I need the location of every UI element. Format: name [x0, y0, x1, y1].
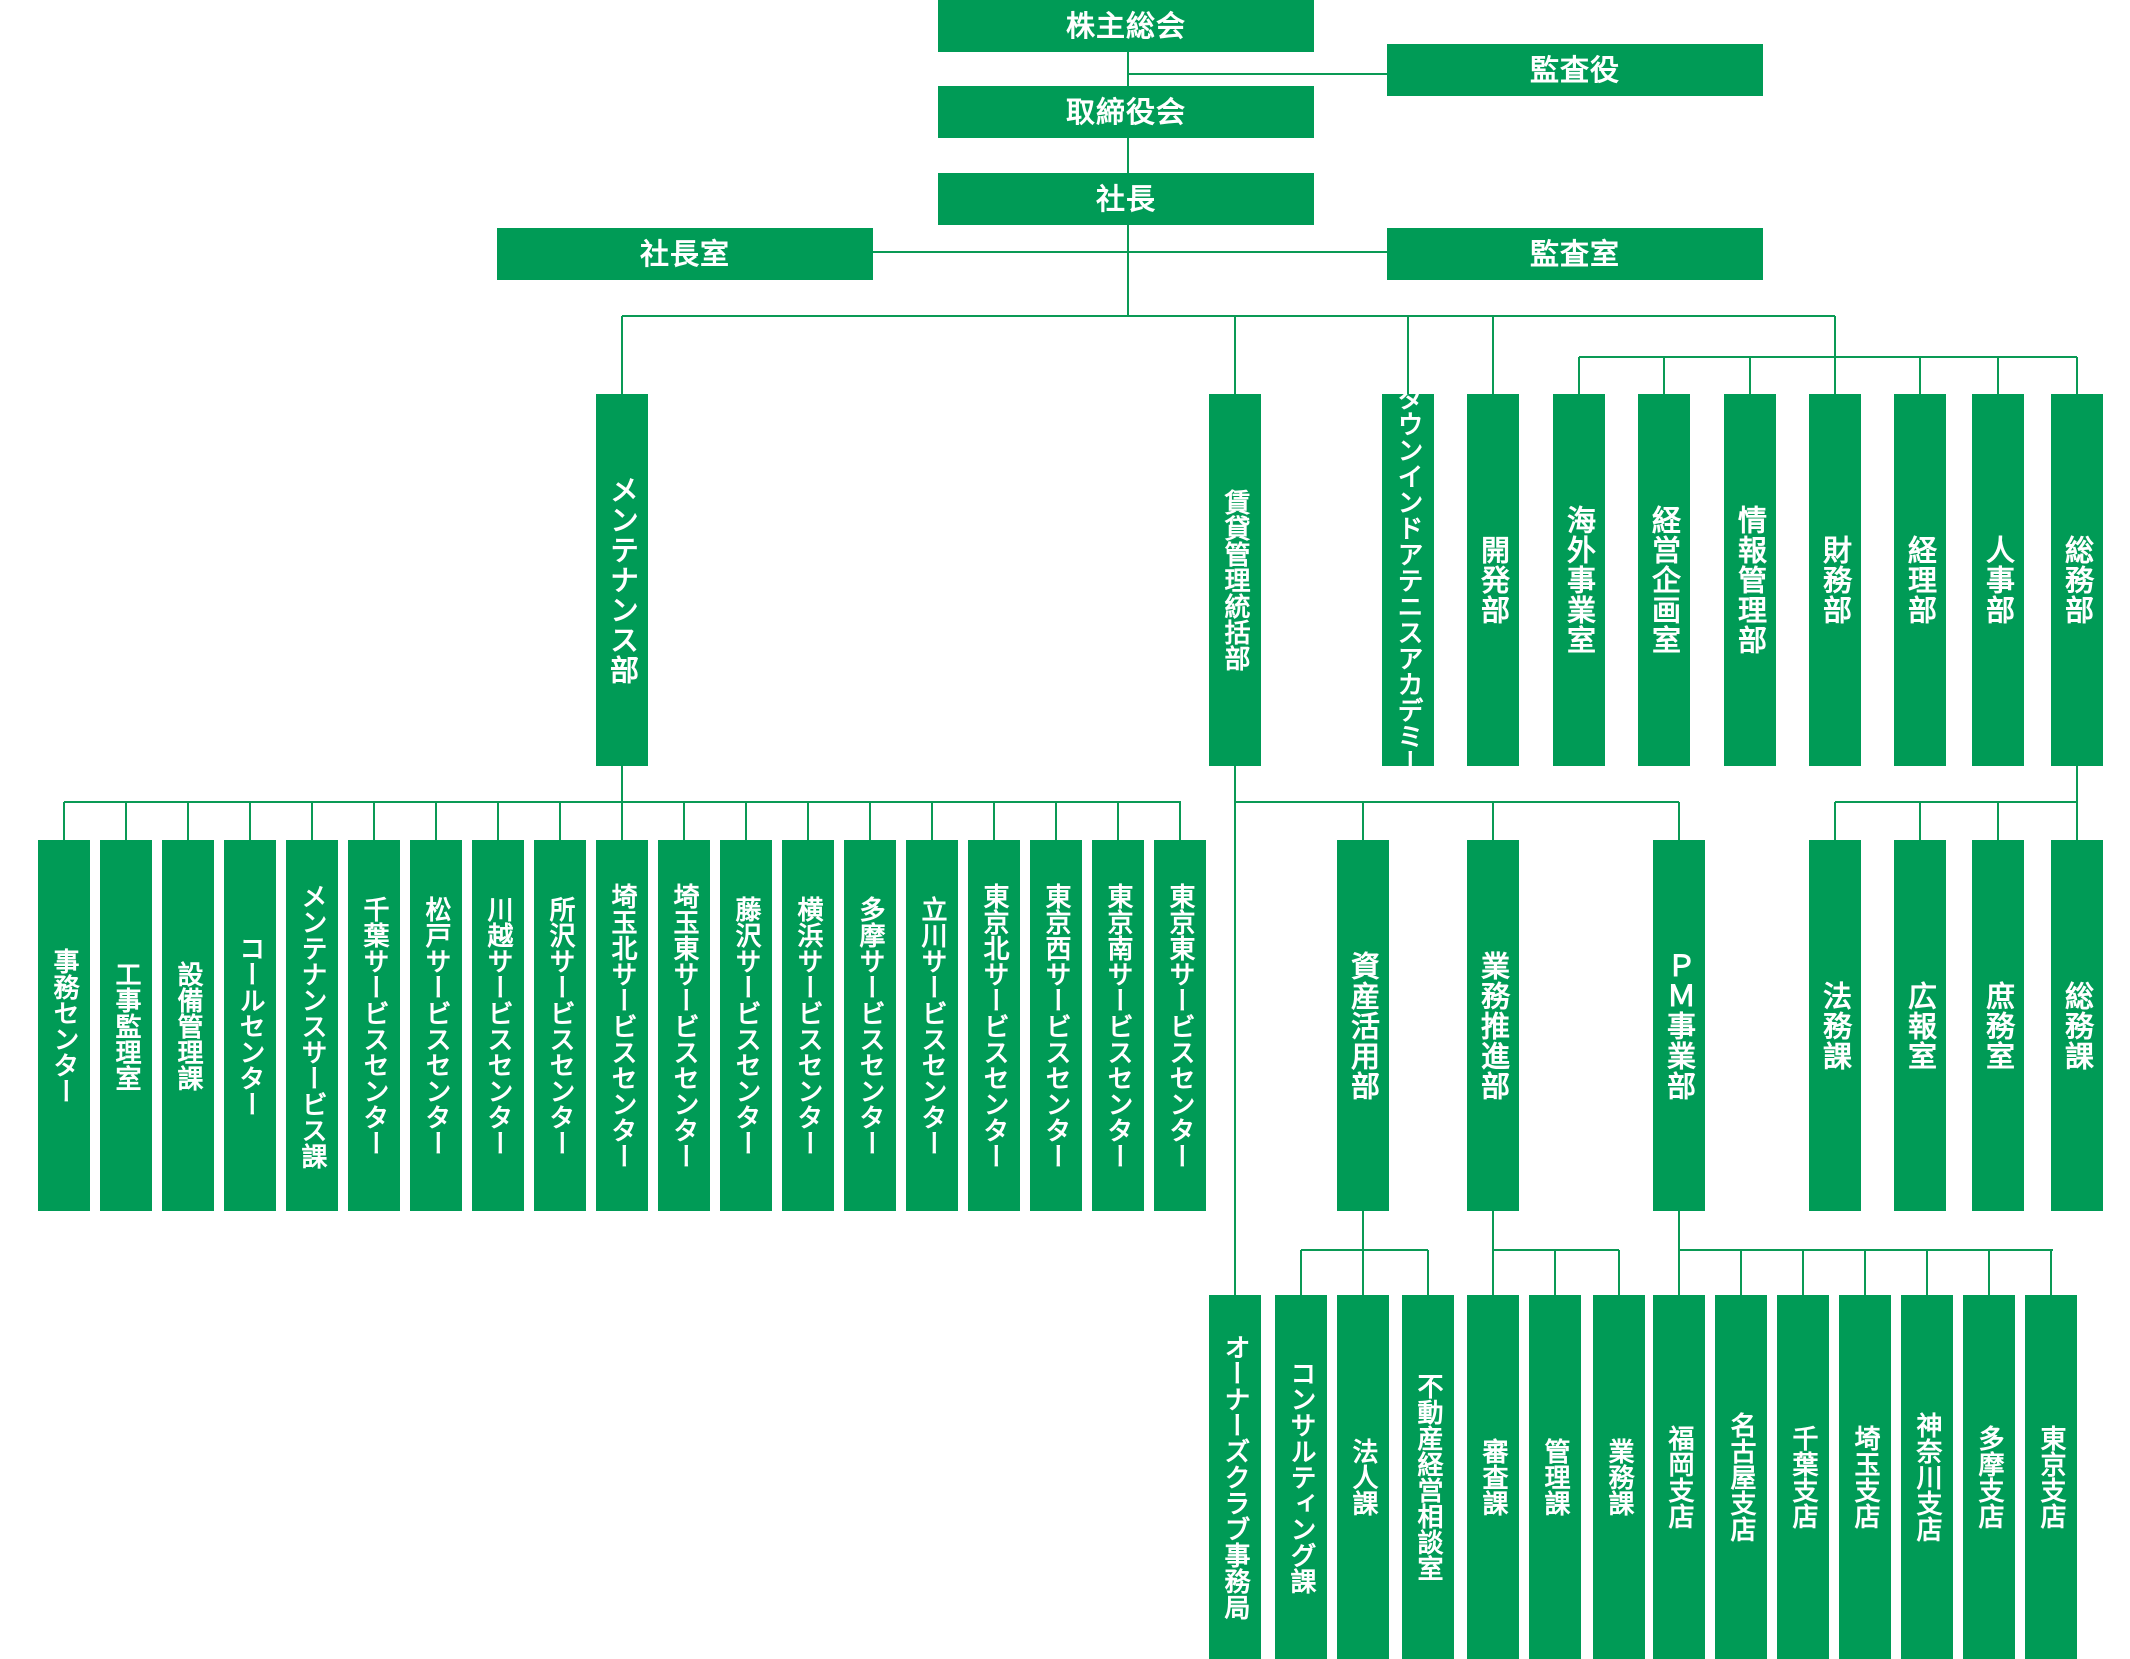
academy-box: タウンインドアテニスアカデミー — [1382, 394, 1434, 766]
maintenance-unit-box: コールセンター — [224, 840, 276, 1211]
screening-section-box: 審査課 — [1467, 1295, 1519, 1659]
business-promotion-dept-box: 業務推進部 — [1467, 840, 1519, 1211]
maintenance-unit-box: 多摩サービスセンター — [844, 840, 896, 1211]
maintenance-unit-box: 所沢サービスセンター — [534, 840, 586, 1211]
corporate-section-box: 法人課 — [1337, 1295, 1389, 1659]
pm-branch-box: 埼玉支店 — [1839, 1295, 1891, 1659]
finance-dept-box: 財務部 — [1809, 394, 1861, 766]
maintenance-unit-box: 東京北サービスセンター — [968, 840, 1020, 1211]
owners-club-office-box: オーナーズクラブ事務局 — [1209, 1295, 1261, 1659]
maintenance-unit-box: 埼玉東サービスセンター — [658, 840, 710, 1211]
general-section-box: 総務課 — [2051, 840, 2103, 1211]
pm-branch-box: 名古屋支店 — [1715, 1295, 1767, 1659]
pm-branch-box: 東京支店 — [2025, 1295, 2077, 1659]
accounting-dept-box: 経理部 — [1894, 394, 1946, 766]
audit-office-box: 監査室 — [1387, 228, 1763, 280]
pm-branch-box: 多摩支店 — [1963, 1295, 2015, 1659]
president-box: 社長 — [938, 173, 1314, 225]
clerical-office-box: 庶務室 — [1972, 840, 2024, 1211]
general-affairs-dept-box: 総務部 — [2051, 394, 2103, 766]
management-section-box: 管理課 — [1529, 1295, 1581, 1659]
rental-management-dept-box: 賃貸管理統括部 — [1209, 394, 1261, 766]
maintenance-unit-box: 立川サービスセンター — [906, 840, 958, 1211]
maintenance-unit-box: 松戸サービスセンター — [410, 840, 462, 1211]
real-estate-consultation-box: 不動産経営相談室 — [1402, 1295, 1454, 1659]
overseas-office-box: 海外事業室 — [1553, 394, 1605, 766]
pm-business-dept-box: ＰＭ事業部 — [1653, 840, 1705, 1211]
maintenance-unit-box: 東京南サービスセンター — [1092, 840, 1144, 1211]
board-box: 取締役会 — [938, 86, 1314, 138]
maintenance-unit-box: 設備管理課 — [162, 840, 214, 1211]
maintenance-unit-box: 千葉サービスセンター — [348, 840, 400, 1211]
pr-office-box: 広報室 — [1894, 840, 1946, 1211]
development-dept-box: 開発部 — [1467, 394, 1519, 766]
maintenance-unit-box: 工事監理室 — [100, 840, 152, 1211]
maintenance-unit-box: メンテナンスサービス課 — [286, 840, 338, 1211]
president-office-box: 社長室 — [497, 228, 873, 280]
corporate-planning-box: 経営企画室 — [1638, 394, 1690, 766]
pm-branch-box: 神奈川支店 — [1901, 1295, 1953, 1659]
operations-section-box: 業務課 — [1593, 1295, 1645, 1659]
shareholders-meeting-box: 株主総会 — [938, 0, 1314, 52]
maintenance-unit-box: 埼玉北サービスセンター — [596, 840, 648, 1211]
maintenance-unit-box: 藤沢サービスセンター — [720, 840, 772, 1211]
maintenance-unit-box: 事務センター — [38, 840, 90, 1211]
legal-section-box: 法務課 — [1809, 840, 1861, 1211]
it-dept-box: 情報管理部 — [1724, 394, 1776, 766]
maintenance-unit-box: 東京西サービスセンター — [1030, 840, 1082, 1211]
asset-utilization-dept-box: 資産活用部 — [1337, 840, 1389, 1211]
maintenance-unit-box: 東京東サービスセンター — [1154, 840, 1206, 1211]
maintenance-unit-box: 川越サービスセンター — [472, 840, 524, 1211]
maintenance-dept-box: メンテナンス部 — [596, 394, 648, 766]
auditor-box: 監査役 — [1387, 44, 1763, 96]
pm-branch-box: 千葉支店 — [1777, 1295, 1829, 1659]
consulting-section-box: コンサルティング課 — [1275, 1295, 1327, 1659]
pm-branch-box: 福岡支店 — [1653, 1295, 1705, 1659]
maintenance-unit-box: 横浜サービスセンター — [782, 840, 834, 1211]
hr-dept-box: 人事部 — [1972, 394, 2024, 766]
